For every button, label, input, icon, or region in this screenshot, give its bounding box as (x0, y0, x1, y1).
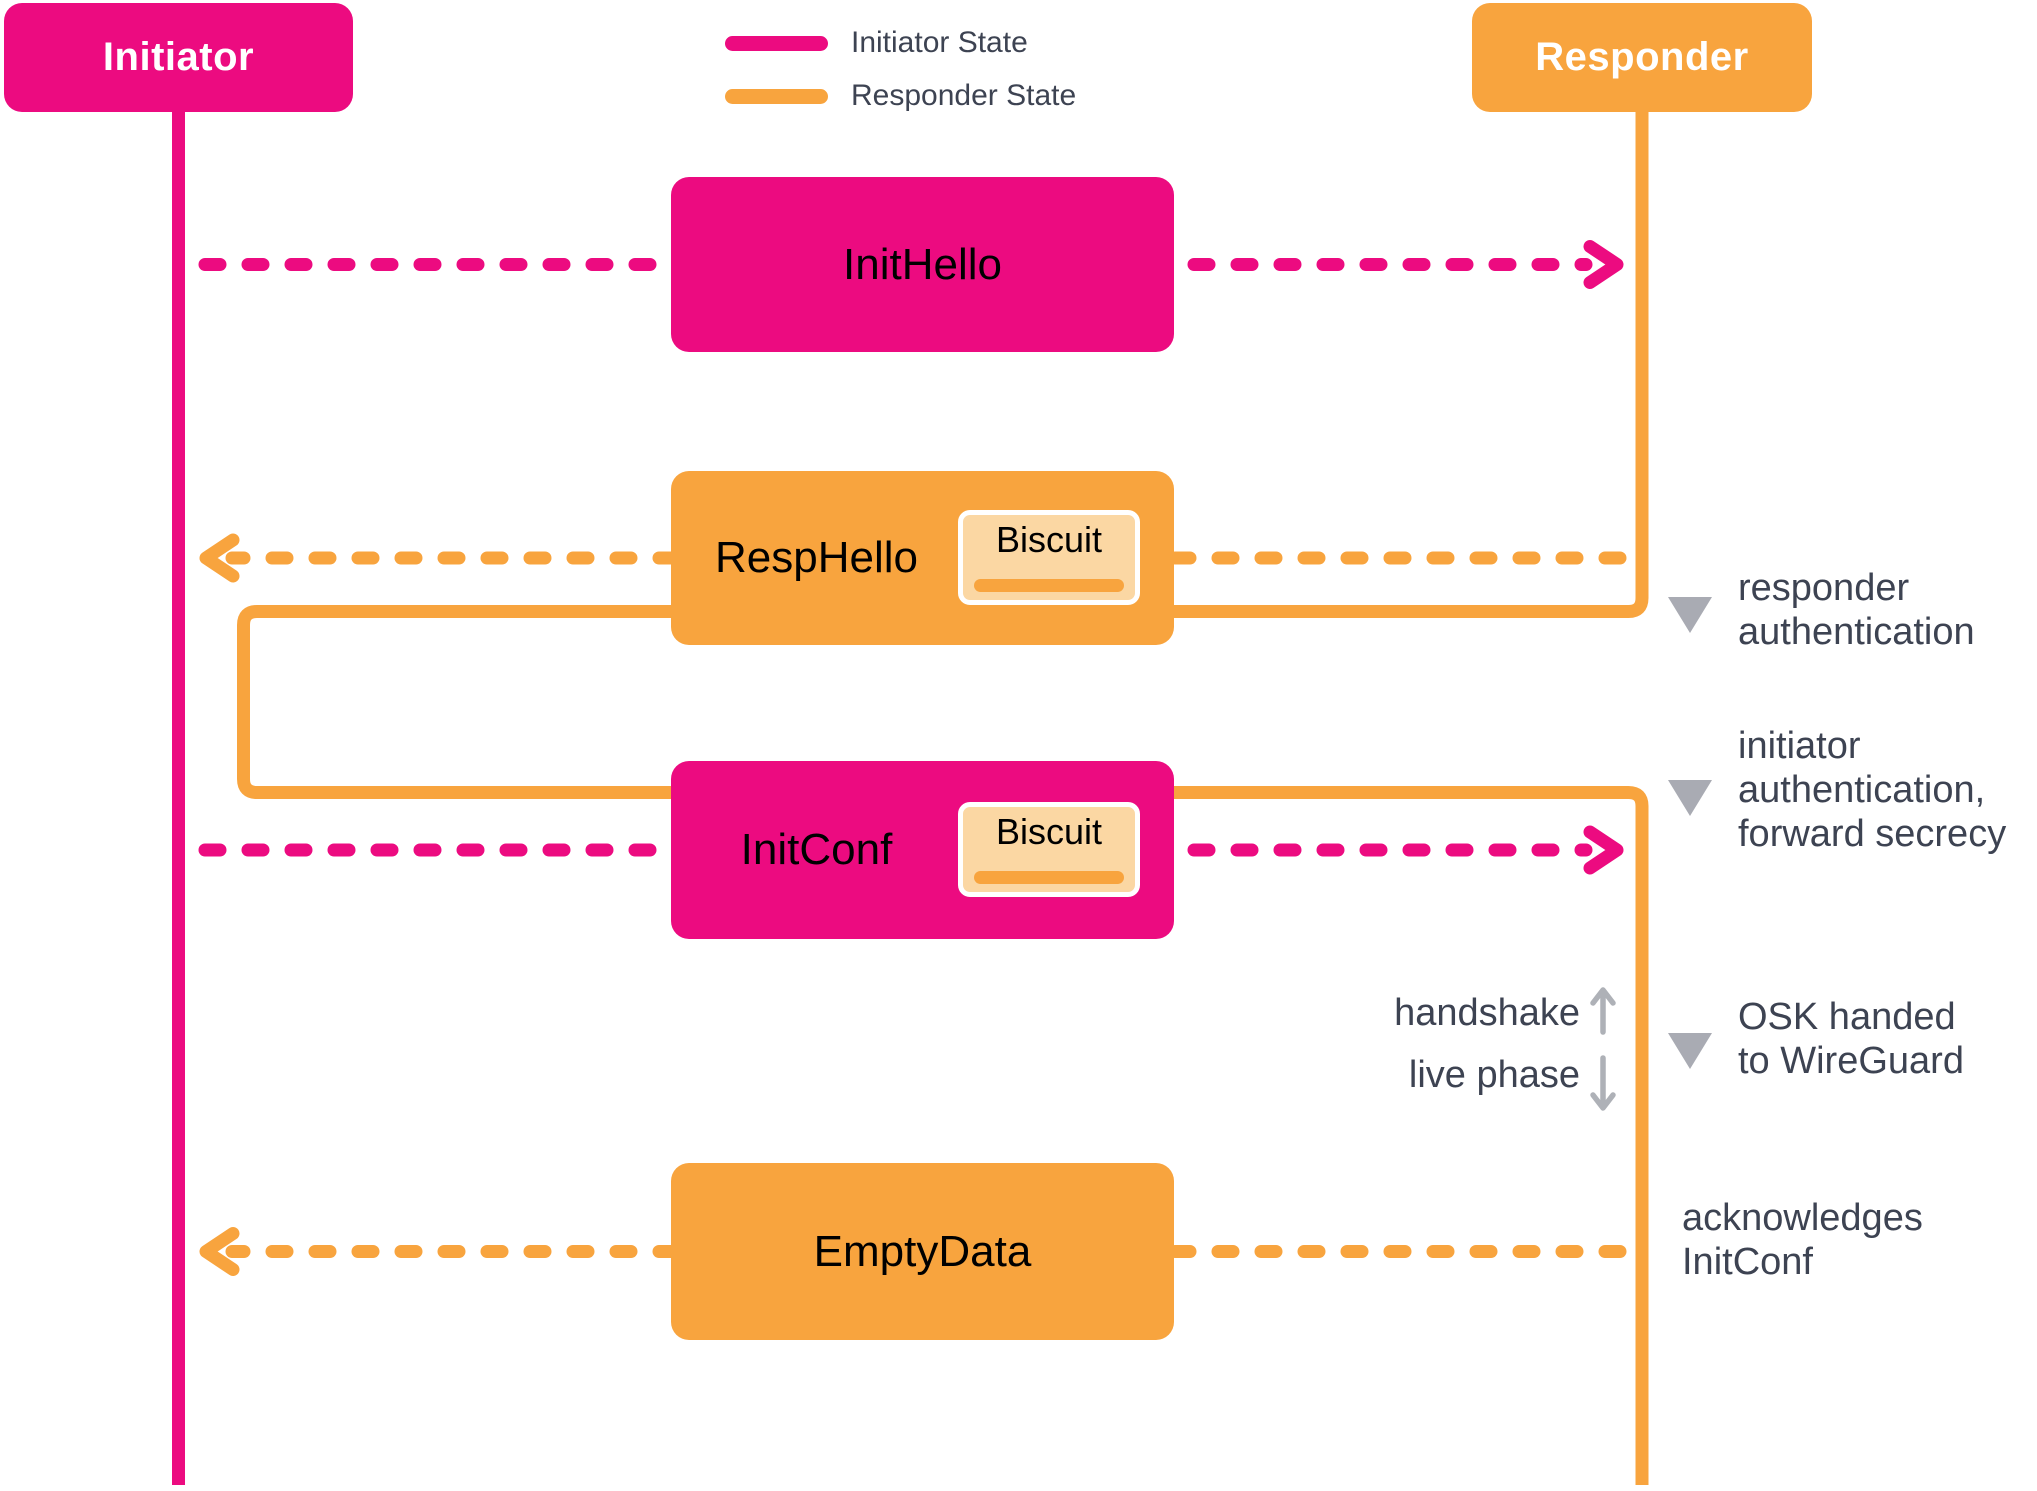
handshake-up-arrow-icon (1590, 987, 1616, 1035)
initconf-arrowhead-icon (1583, 825, 1624, 875)
message-label-initconf-text: InitConf (740, 825, 893, 874)
message-box-emptydata: EmptyData (671, 1163, 1174, 1340)
message-box-inithello: InitHello (671, 177, 1174, 352)
biscuit-label-initconf: Biscuit (995, 811, 1103, 852)
message-label-inithello: InitHello (843, 239, 1002, 289)
biscuit-state-bar-resphello (974, 579, 1124, 592)
phase-label-live-phase: live phase (1408, 1054, 1580, 1096)
message-box-resphello: RespHello Biscuit (671, 471, 1174, 645)
responder-state-path (237, 108, 1649, 1485)
milestone-1-line-1: responder (1738, 567, 1910, 609)
message-label-resphello: RespHello (699, 471, 934, 645)
actor-responder-label: Responder (1535, 35, 1749, 79)
inithello-arrowhead-icon (1583, 240, 1624, 289)
live-phase-down-arrow-icon (1590, 1055, 1616, 1111)
biscuit-state-bar-initconf (974, 871, 1124, 884)
milestone-label-responder-authentication: responder authentication (1738, 566, 1975, 654)
milestone-4-line-2: InitConf (1682, 1241, 1813, 1283)
message-label-emptydata: EmptyData (813, 1226, 1032, 1276)
milestone-label-acknowledges-initconf: acknowledges InitConf (1682, 1196, 1923, 1284)
legend-label-responder-state: Responder State (851, 79, 1077, 112)
resphello-arrowhead-icon (199, 533, 240, 583)
milestone-1-line-2: authentication (1738, 611, 1975, 653)
biscuit-box-initconf: Biscuit (958, 802, 1140, 897)
milestone-3-line-1: OSK handed (1738, 996, 1956, 1038)
emptydata-arrowhead-icon (199, 1227, 240, 1276)
milestone-2-line-2: authentication, (1738, 769, 1986, 811)
biscuit-box-resphello: Biscuit (958, 510, 1140, 605)
message-box-initconf: InitConf Biscuit (671, 761, 1174, 939)
phase-label-handshake: handshake (1394, 992, 1580, 1034)
milestone-2-line-3: forward secrecy (1738, 813, 2007, 855)
legend-swatch-initiator-state (725, 36, 828, 51)
actor-initiator-label: Initiator (102, 35, 255, 79)
milestone-triangle-icon-1 (1668, 597, 1712, 633)
milestone-4-line-1: acknowledges (1682, 1197, 1923, 1239)
message-label-resphello-text: RespHello (715, 533, 918, 582)
milestone-3-line-2: to WireGuard (1738, 1040, 1964, 1082)
milestone-label-osk-wireguard: OSK handed to WireGuard (1738, 995, 1964, 1083)
legend-label-initiator-state: Initiator State (851, 26, 1028, 59)
biscuit-label-resphello: Biscuit (995, 519, 1103, 560)
milestone-label-initiator-authentication: initiator authentication, forward secrec… (1738, 724, 2006, 856)
milestone-triangle-icon-2 (1668, 780, 1712, 816)
message-label-initconf: InitConf (699, 761, 934, 939)
milestone-triangle-icon-3 (1668, 1033, 1712, 1069)
actor-box-initiator: Initiator (4, 3, 353, 112)
actor-box-responder: Responder (1472, 3, 1812, 112)
legend-swatch-responder-state (725, 89, 828, 104)
milestone-2-line-1: initiator (1738, 725, 1861, 767)
